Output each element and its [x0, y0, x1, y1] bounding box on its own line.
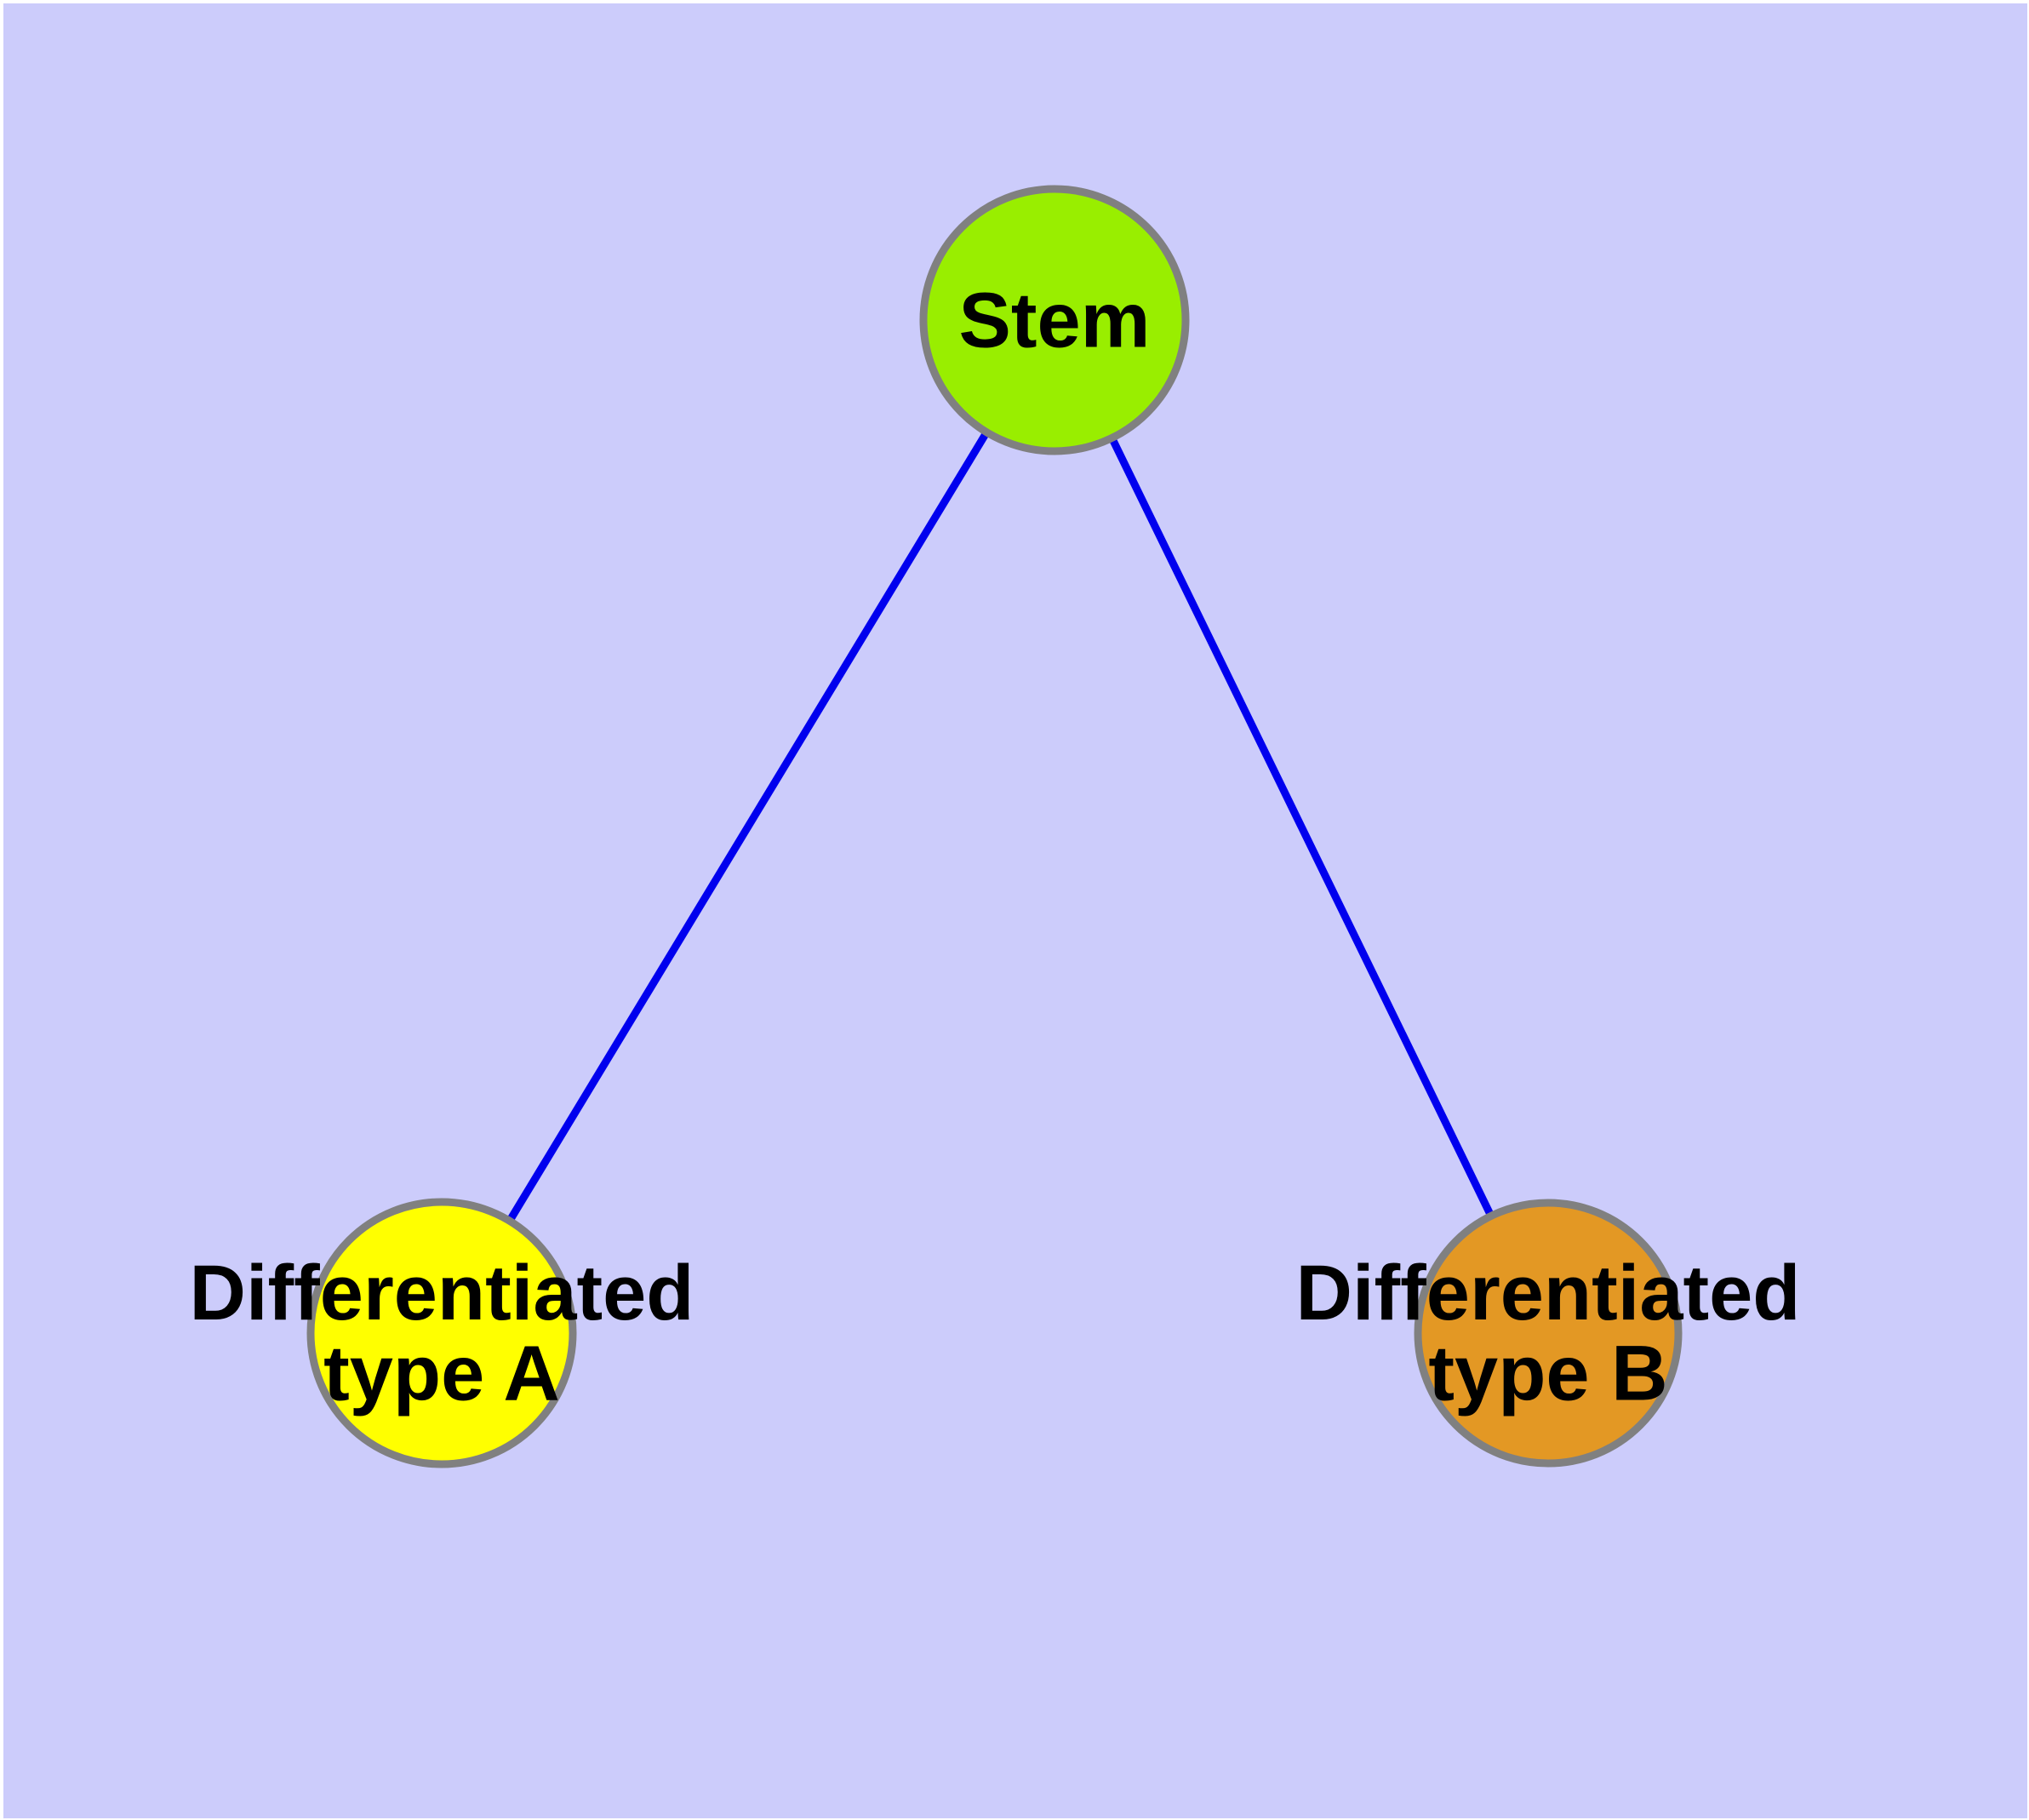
node-diff_a[interactable] [306, 1198, 577, 1468]
node-label-line: Differentiated [190, 1250, 694, 1336]
node-stem[interactable] [919, 185, 1190, 455]
node-label-line: Differentiated [1296, 1250, 1801, 1336]
node-label-line: Stem [959, 277, 1151, 363]
node-diff_b[interactable] [1414, 1199, 1683, 1468]
edge-stem-to-a[interactable] [503, 426, 993, 1228]
node-label-line: type A [323, 1331, 560, 1417]
nodes-layer [306, 185, 1683, 1468]
edges-layer [503, 426, 1497, 1228]
edge-stem-to-b[interactable] [1106, 432, 1497, 1222]
node-label-stem: Stem [959, 277, 1151, 363]
node-label-line: type B [1428, 1331, 1667, 1417]
